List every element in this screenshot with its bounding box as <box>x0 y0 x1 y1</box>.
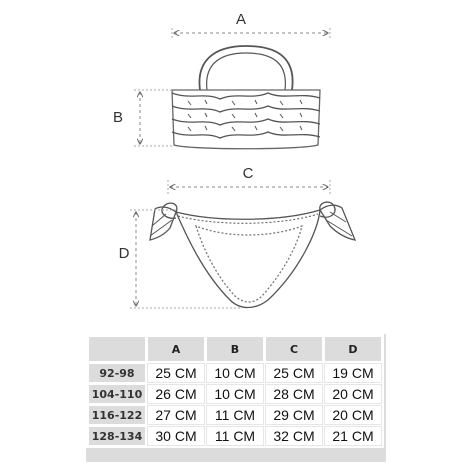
row-size-label: 116-122 <box>89 406 145 424</box>
size-chart-table: A B C D 92-98 25 CM 10 CM 25 CM 19 CM 10… <box>86 334 384 448</box>
label-b: B <box>113 109 123 126</box>
label-d: D <box>119 245 130 262</box>
label-c: C <box>243 165 254 182</box>
table-row: 128-134 30 CM 11 CM 32 CM 21 CM <box>89 427 381 445</box>
column-header-c: C <box>266 337 322 361</box>
dimension-a: A <box>171 11 331 40</box>
table-corner <box>89 337 145 361</box>
top-garment <box>171 45 321 150</box>
column-header-d: D <box>325 337 381 361</box>
table-cell: 21 CM <box>325 427 381 445</box>
table-cell: 25 CM <box>148 364 204 382</box>
row-size-label: 92-98 <box>89 364 145 382</box>
table-row: 92-98 25 CM 10 CM 25 CM 19 CM <box>89 364 381 382</box>
column-header-a: A <box>148 337 204 361</box>
table-row: 116-122 27 CM 11 CM 29 CM 20 CM <box>89 406 381 424</box>
row-size-label: 128-134 <box>89 427 145 445</box>
table-cell: 25 CM <box>266 364 322 382</box>
table-cell: 28 CM <box>266 385 322 403</box>
bottom-garment <box>149 201 357 309</box>
label-a: A <box>236 11 246 28</box>
table-cell: 29 CM <box>266 406 322 424</box>
table-cell: 19 CM <box>325 364 381 382</box>
table-cell: 30 CM <box>148 427 204 445</box>
table-row: 104-110 26 CM 10 CM 28 CM 20 CM <box>89 385 381 403</box>
row-size-label: 104-110 <box>89 385 145 403</box>
dimension-b: B <box>113 89 172 147</box>
table-cell: 10 CM <box>207 385 263 403</box>
table-cell: 26 CM <box>148 385 204 403</box>
table-cell: 27 CM <box>148 406 204 424</box>
table-header-row: A B C D <box>89 337 381 361</box>
size-diagram: A B C D <box>113 11 357 309</box>
table-cell: 10 CM <box>207 364 263 382</box>
dimension-d: D <box>119 209 240 309</box>
column-header-b: B <box>207 337 263 361</box>
table-cell: 20 CM <box>325 406 381 424</box>
table-cell: 20 CM <box>325 385 381 403</box>
table-cell: 11 CM <box>207 406 263 424</box>
table-cell: 11 CM <box>207 427 263 445</box>
table-cell: 32 CM <box>266 427 322 445</box>
dimension-c: C <box>167 165 331 194</box>
